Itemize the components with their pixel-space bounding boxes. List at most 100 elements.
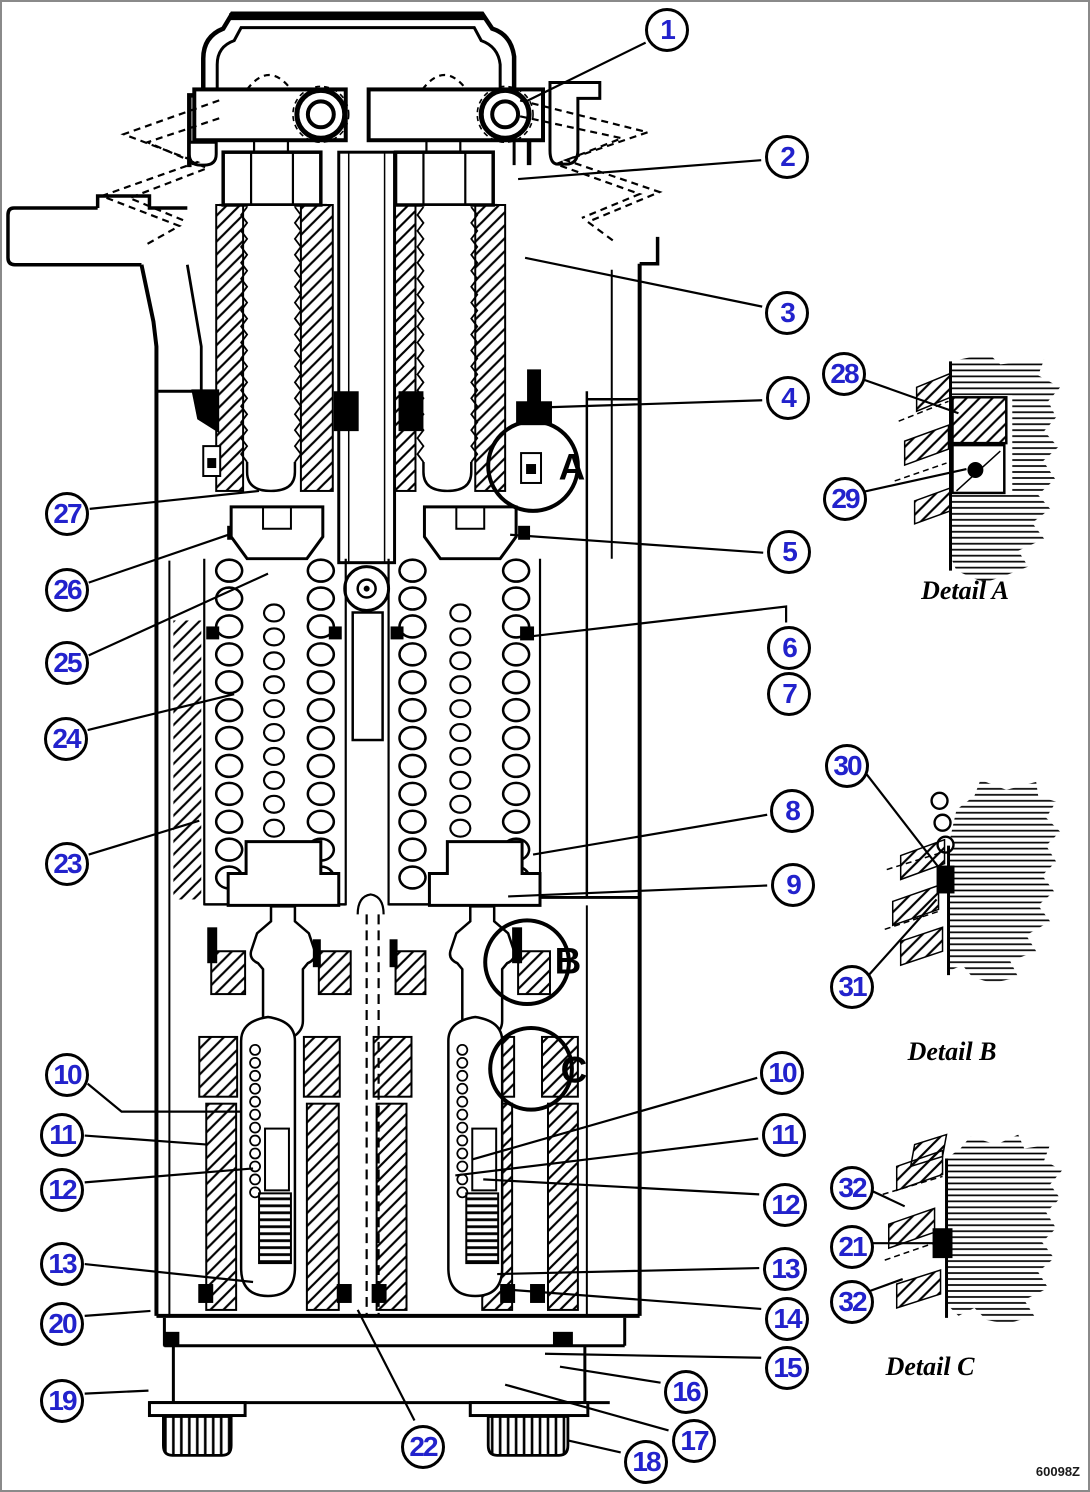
callout-number: 11: [771, 1119, 799, 1150]
section-marker-letter-c: C: [561, 1049, 588, 1090]
detail-b-inset: [884, 779, 1061, 984]
callout-balloon: 29: [823, 477, 867, 521]
leader-line: [455, 1137, 759, 1177]
leader-line: [532, 813, 768, 856]
detail-label-c: Detail C: [885, 1352, 975, 1381]
leader-line: [510, 533, 764, 554]
callout-number: 14: [773, 1303, 802, 1334]
callout-number: 4: [781, 382, 797, 413]
callout-number: 20: [48, 1308, 77, 1339]
callout-balloon: 22: [401, 1425, 445, 1469]
leader-line: [870, 1189, 906, 1208]
leader-line: [88, 819, 200, 856]
callout-number: 8: [785, 795, 801, 826]
leader-line: [86, 1082, 242, 1113]
callout-balloon: 25: [45, 641, 89, 685]
callout-balloon: 7: [767, 672, 811, 716]
callout-balloon: 32: [830, 1166, 874, 1210]
callout-number: 10: [53, 1059, 82, 1090]
leader-line: [356, 1309, 416, 1422]
leader-line: [84, 1263, 254, 1284]
leader-line: [862, 467, 967, 494]
callout-number: 24: [52, 723, 81, 754]
detail-c-inset: [882, 1133, 1063, 1324]
callout-balloon: 19: [40, 1379, 84, 1423]
callout-number: 22: [409, 1431, 438, 1462]
right-bellows: [519, 99, 663, 266]
leader-line: [518, 159, 762, 181]
callout-number: 3: [780, 297, 796, 328]
callout-number: 27: [53, 498, 82, 529]
callout-number: 16: [672, 1376, 701, 1407]
callout-balloon: 24: [44, 717, 88, 761]
callout-balloon: 12: [40, 1168, 84, 1212]
callout-balloon: 13: [763, 1247, 807, 1291]
callout-balloon: 13: [40, 1242, 84, 1286]
callout-balloon: 26: [45, 568, 89, 612]
callout-number: 21: [838, 1231, 867, 1262]
main-return-springs: [173, 558, 542, 906]
callout-number: 30: [833, 750, 862, 781]
callout-balloon: 14: [765, 1297, 809, 1341]
spring-seats-and-poppets: [207, 840, 551, 1045]
leader-line: [508, 884, 768, 898]
callout-number: 25: [53, 647, 82, 678]
callout-number: 18: [632, 1446, 661, 1477]
callout-number: 28: [830, 358, 859, 389]
leader-line: [567, 1439, 621, 1454]
threaded-stud-left: [215, 203, 334, 493]
callout-number: 29: [831, 483, 860, 514]
leader-line: [88, 532, 232, 584]
left-arm-and-bellows: [6, 99, 220, 267]
bolt-plates-and-washers: [192, 73, 545, 207]
callout-number: 2: [780, 141, 796, 172]
callout-balloon: 15: [765, 1346, 809, 1390]
callout-number: 17: [680, 1425, 709, 1456]
callout-balloon: 17: [672, 1419, 716, 1463]
callout-number: 11: [49, 1119, 77, 1150]
callout-balloon: 10: [45, 1053, 89, 1097]
callout-number: 6: [782, 632, 798, 663]
leader-line: [504, 1383, 669, 1432]
callout-number: 15: [773, 1352, 802, 1383]
callout-number: 13: [48, 1248, 77, 1279]
leader-line: [544, 1352, 762, 1359]
callout-balloon: 18: [624, 1440, 668, 1484]
callout-balloon: 11: [762, 1113, 806, 1157]
callout-balloon: 8: [770, 789, 814, 833]
callout-balloon: 3: [765, 291, 809, 335]
section-marker-circle-a: [486, 419, 580, 513]
callout-number: 10: [768, 1057, 797, 1088]
check-valve-ports: [202, 445, 543, 484]
callout-number: 19: [48, 1385, 77, 1416]
callout-balloon: 28: [822, 352, 866, 396]
leader-line: [529, 605, 788, 638]
valve-body-outline: [139, 263, 642, 1316]
callout-balloon: 21: [830, 1225, 874, 1269]
callout-number: 12: [771, 1189, 800, 1220]
callout-number: 31: [838, 971, 867, 1002]
leader-line: [471, 1076, 758, 1161]
callout-balloon: 5: [767, 530, 811, 574]
leader-line: [863, 771, 948, 879]
top-cover-cap: [187, 11, 602, 168]
callout-number: 9: [786, 869, 802, 900]
leader-line: [559, 1365, 661, 1384]
callout-number: 32: [838, 1172, 867, 1203]
leader-line: [523, 41, 647, 104]
leader-line: [84, 1389, 149, 1395]
section-markers: ABC: [483, 419, 588, 1112]
callout-number: 26: [53, 574, 82, 605]
leader-lines: [84, 41, 967, 1454]
callout-balloon: 23: [45, 842, 89, 886]
callout-balloon: 4: [766, 376, 810, 420]
callout-number: 7: [782, 678, 798, 709]
callout-balloon: 16: [664, 1370, 708, 1414]
callout-balloon: 31: [830, 965, 874, 1009]
leader-line: [866, 898, 938, 977]
threaded-stud-right: [389, 203, 507, 493]
leader-line: [483, 1178, 760, 1196]
